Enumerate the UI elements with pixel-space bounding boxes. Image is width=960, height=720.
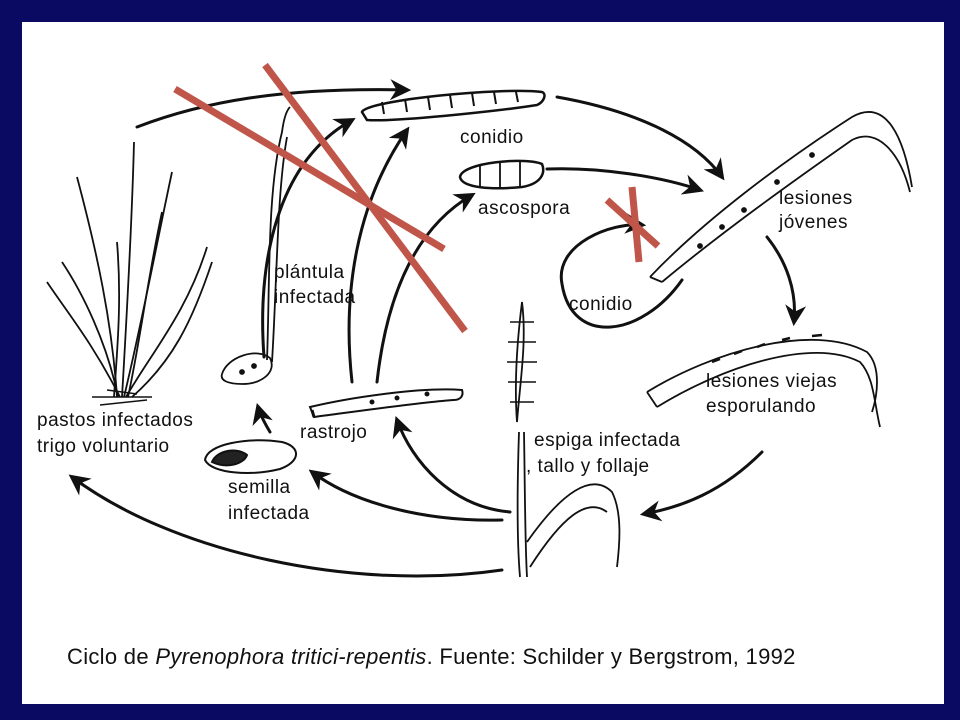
caption-prefix: Ciclo de [67,644,149,669]
strike-lines [173,62,661,334]
infected-wheat-spike [507,301,621,578]
infected-seedling-drawing [220,106,291,385]
infected-grass-plant [46,141,213,406]
label-lesiones-jovenes-line1: lesiones [779,188,853,209]
arrow-grass-to-conidium [135,79,412,129]
label-espiga-line2: , tallo y follaje [526,456,650,477]
arrow-seedling-to-conidium [261,117,356,359]
label-semilla-line1: semilla [228,477,291,498]
label-plantula-line1: plántula [274,262,345,283]
label-conidio-top: conidio [460,127,524,148]
arrow-spike-to-seed [308,469,504,522]
young-lesions-leaf [649,111,913,283]
label-pastos-line1: pastos infectados [37,410,194,431]
arrow-old-lesions-to-spike [639,450,764,522]
slide: conidio ascospora lesiones jóvenes plánt… [22,22,944,704]
strike-line-4 [628,186,643,263]
stubble-drawing [308,388,464,419]
arrow-conidium-to-young-lesions [555,95,725,181]
label-lesiones-jovenes-line2: jóvenes [779,212,848,233]
label-lesiones-viejas-line1: lesiones viejas [706,371,838,392]
old-lesions-leaf [646,333,881,428]
arrow-conidium-cycle [559,212,684,329]
label-ascospora: ascospora [478,198,571,219]
arrow-spike-to-stubble [392,416,512,514]
label-pastos-line2: trigo voluntario [37,436,170,457]
arrow-stubble-to-conidium [347,126,410,384]
label-plantula-line2: infectada [274,287,356,308]
arrow-ascospore-to-young-lesions [545,167,704,195]
arrow-stubble-to-ascospore [375,192,476,384]
arrow-young-to-old-lesions [765,235,807,327]
label-espiga-line1: espiga infectada [534,430,681,451]
label-lesiones-viejas-line2: esporulando [706,396,817,417]
strike-line-2 [262,62,468,334]
figure-caption: Ciclo de Pyrenophora tritici-repentis. F… [67,644,796,670]
strike-line-1 [173,85,446,253]
conidium-drawing [360,89,546,122]
label-semilla-line2: infectada [228,503,310,524]
life-cycle-diagram [46,62,913,578]
label-conidio-inner: conidio [569,294,633,315]
arrow-spike-to-grass [68,474,504,578]
caption-species: Pyrenophora tritici-repentis [155,644,427,669]
arrow-seed-to-seedling [252,402,273,434]
infected-seed-drawing [203,439,297,474]
ascospore-drawing [458,159,545,190]
caption-suffix: . Fuente: Schilder y Bergstrom, 1992 [426,644,796,669]
label-rastrojo: rastrojo [300,422,368,443]
